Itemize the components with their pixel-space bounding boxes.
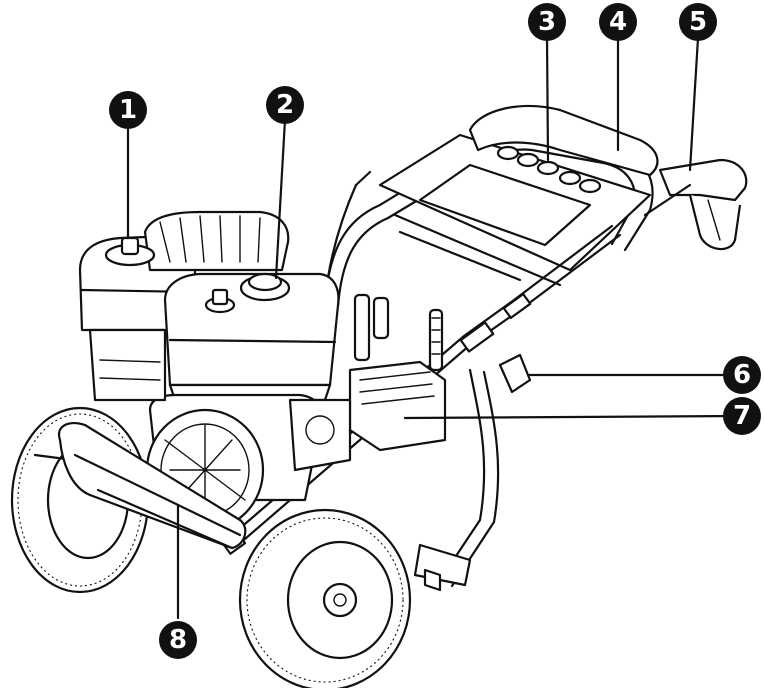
callout-2: 2 [266, 86, 304, 124]
callout-label: 5 [689, 7, 707, 37]
accessory-nozzles [496, 145, 602, 194]
right-wheel [238, 508, 412, 688]
callout-leaders [126, 36, 740, 620]
callout-label: 3 [538, 7, 556, 37]
handle-panel [378, 104, 659, 287]
callout-1: 1 [109, 91, 147, 129]
callout-label: 6 [733, 360, 751, 390]
front-bumper [57, 422, 247, 550]
callout-label: 2 [276, 90, 294, 120]
callout-5: 5 [679, 3, 717, 41]
callout-6: 6 [723, 356, 761, 394]
fuel-cap [104, 236, 156, 267]
pump [288, 360, 447, 472]
callout-markers: 1 2 3 4 5 6 7 8 [109, 3, 761, 659]
callout-label: 8 [169, 625, 187, 655]
callout-label: 7 [733, 401, 751, 431]
callout-8: 8 [159, 621, 197, 659]
callout-label: 4 [609, 7, 627, 37]
spray-gun [643, 158, 748, 251]
oil-fill-cap [204, 272, 291, 314]
callout-3: 3 [528, 3, 566, 41]
detergent-inlet [353, 293, 532, 394]
callout-label: 1 [119, 95, 137, 125]
callout-4: 4 [599, 3, 637, 41]
callout-7: 7 [723, 397, 761, 435]
rear-foot [413, 543, 472, 592]
